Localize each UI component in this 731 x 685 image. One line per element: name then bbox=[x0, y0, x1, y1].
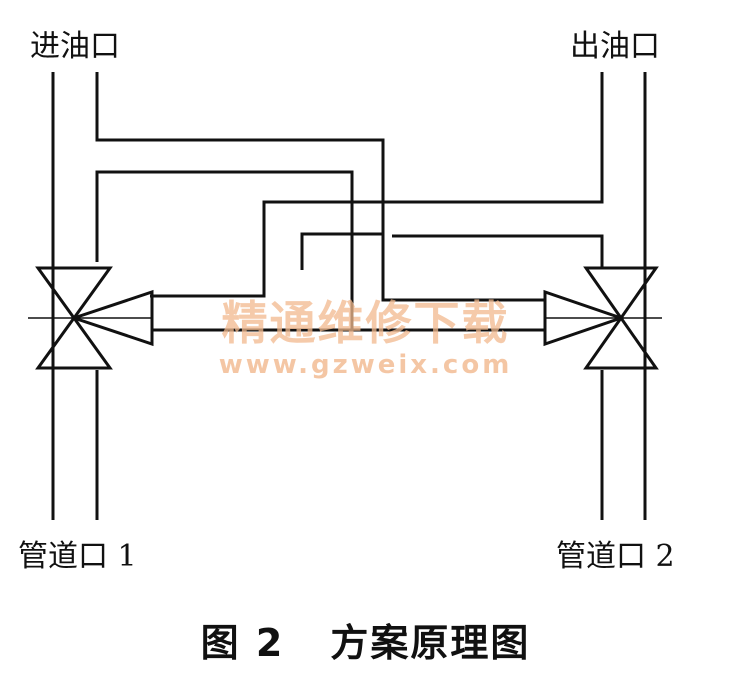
figure-caption: 图 2 方案原理图 bbox=[0, 612, 731, 667]
return-channel-inner bbox=[300, 232, 383, 270]
inlet-pipe-inner-wall bbox=[95, 72, 546, 302]
figure-number: 图 2 bbox=[200, 621, 285, 665]
inlet-label: 进油口 bbox=[30, 29, 120, 64]
outlet-label: 出油口 bbox=[570, 29, 660, 64]
left-valve-upper bbox=[35, 266, 113, 321]
port-1-label: 管道口 1 bbox=[18, 540, 137, 574]
figure-title: 方案原理图 bbox=[330, 621, 531, 665]
return-channel-outer bbox=[150, 72, 604, 298]
port-1-text: 管道口 bbox=[18, 539, 108, 574]
port-2-text: 管道口 bbox=[556, 539, 646, 574]
port-2-number: 2 bbox=[655, 539, 675, 574]
left-valve-channel bbox=[95, 170, 354, 330]
port-2-label: 管道口 2 bbox=[556, 540, 675, 574]
right-valve-lower bbox=[583, 315, 659, 370]
right-valve-channel bbox=[392, 234, 604, 268]
port-1-number: 1 bbox=[117, 539, 137, 574]
left-valve-lower bbox=[35, 315, 113, 370]
right-valve-upper bbox=[583, 266, 659, 321]
